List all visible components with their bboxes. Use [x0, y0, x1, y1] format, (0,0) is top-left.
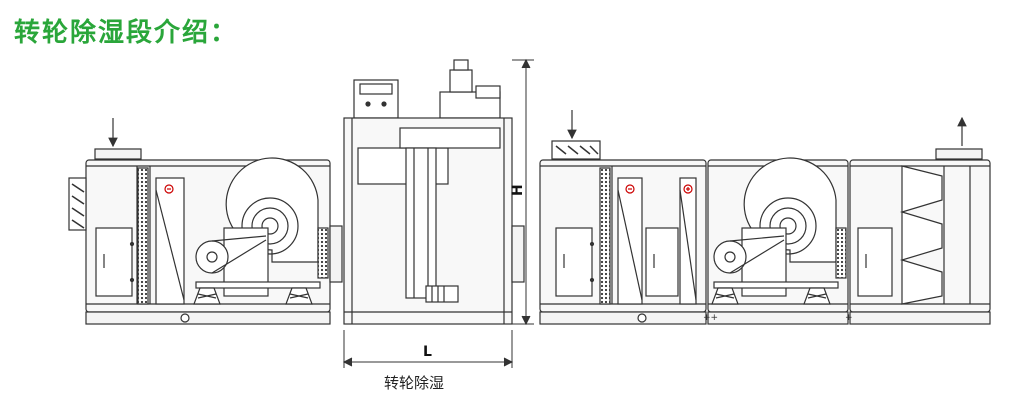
page-title: 转轮除湿段介绍：: [14, 18, 239, 48]
svg-text:+: +: [845, 313, 853, 323]
fan-section: ++: [703, 157, 849, 325]
access-door: [555, 227, 593, 297]
section-caption: 转轮除湿: [384, 374, 445, 392]
filter-section: [539, 110, 707, 325]
drain-circle-icon: [180, 313, 190, 323]
access-door: [857, 227, 893, 297]
rotary-dehumidifier-section: [343, 59, 525, 325]
drain-circle-icon: [637, 313, 647, 323]
length-label: L: [423, 344, 432, 360]
svg-text:++: ++: [703, 313, 718, 323]
height-dimension: [512, 58, 534, 326]
fan-icon: [439, 59, 501, 119]
length-dimension: [342, 330, 514, 368]
outlet-section: +: [845, 116, 991, 325]
access-door: [95, 227, 133, 297]
height-label: H: [510, 184, 526, 196]
motor-icon: [425, 285, 459, 303]
spring-mount: [193, 287, 221, 305]
left-section: [68, 118, 343, 325]
spring-mount: [285, 287, 313, 305]
